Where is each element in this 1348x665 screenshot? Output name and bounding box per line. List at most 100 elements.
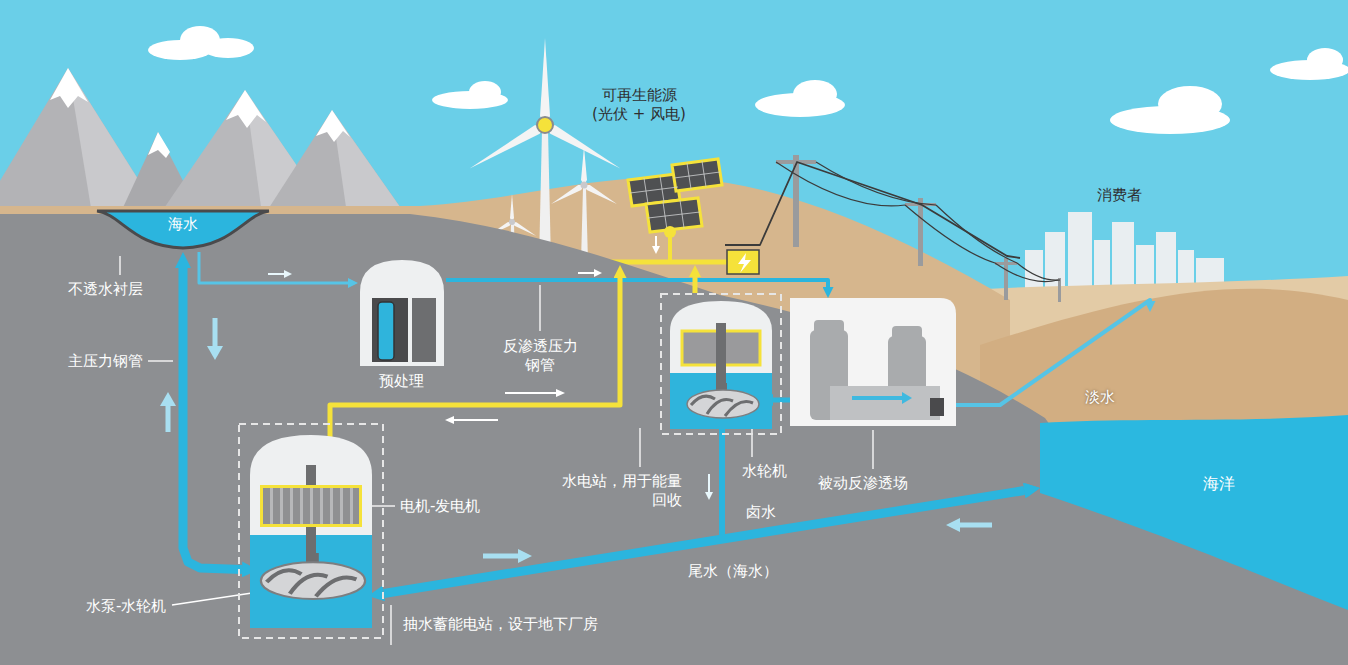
ro-field-building-shape — [830, 386, 940, 420]
mountain — [148, 132, 170, 158]
power-wire — [693, 277, 698, 293]
flow-arrow — [652, 246, 660, 254]
solar-panel — [630, 161, 720, 230]
flow-arrow — [213, 318, 218, 348]
flow-arrow — [452, 419, 498, 421]
cloud — [202, 38, 254, 58]
node-label: 电机-发电机 — [400, 497, 480, 516]
pipe-label: 尾水（海水） — [688, 562, 778, 581]
motor-generator-box: 电机-发电机 — [260, 485, 362, 527]
flow-arrow — [518, 549, 532, 563]
reservoir-basin: 海水 — [95, 206, 271, 252]
pipe-label: 淡水 — [1085, 388, 1115, 407]
city — [1112, 222, 1134, 295]
transformer — [727, 250, 759, 274]
hydro-station: 水电站，用于能量 回收水轮机 — [660, 293, 782, 435]
solar-panel — [628, 159, 722, 232]
pretreatment-building-shape — [372, 298, 408, 362]
freshwater-pipe — [956, 300, 1150, 405]
city — [1025, 212, 1224, 295]
renewable-group: 可再生能源 (光伏 + 风电) — [470, 85, 725, 265]
callout-label: 不透水衬层 — [68, 280, 143, 299]
wind-turbine — [540, 38, 550, 125]
flow-arrow — [556, 389, 565, 397]
brine-pipe — [773, 398, 790, 403]
wind-turbine — [550, 182, 586, 206]
flow-arrow — [207, 346, 223, 360]
power-node — [664, 226, 676, 238]
wind-turbine — [537, 117, 553, 133]
turbine-shape — [691, 396, 753, 416]
node-label: 海洋 — [1203, 474, 1235, 494]
node-label: 水电站，用于能量 回收 — [547, 472, 682, 510]
wind-turbine — [510, 194, 514, 222]
tailwater-pipe — [384, 491, 1024, 594]
transformer — [738, 253, 751, 273]
power-pole — [918, 198, 923, 266]
cloud — [469, 81, 501, 103]
wind-turbine — [509, 219, 515, 225]
wind-turbine — [550, 147, 619, 207]
pumped-storage-station-shape — [238, 423, 384, 639]
pipe-label: 卤水 — [746, 503, 776, 522]
hydro-station-shape — [670, 301, 772, 429]
ro-field-building: 被动反渗透场 — [790, 298, 956, 426]
ro-field-building-shape — [892, 326, 922, 340]
pump-turbine: 水泵-水轮机 — [258, 553, 368, 603]
flow-arrow — [708, 474, 710, 494]
wind-turbine — [581, 147, 587, 185]
transformer — [727, 250, 759, 274]
consumer-city: 消费者 — [1020, 185, 1235, 290]
ro-field-building-shape — [790, 298, 956, 426]
pump-turbine-shape — [258, 553, 368, 603]
node-label: 水轮机 — [742, 462, 787, 481]
flow-arrow — [958, 523, 992, 528]
pipe-label-anchor: 淡水 — [1085, 388, 1115, 407]
pumped-storage-station: 抽水蓄能电站，设于地下厂房电机-发电机水泵-水轮机 — [238, 423, 384, 639]
flow-arrow — [268, 273, 286, 275]
leader-line — [639, 428, 640, 467]
turbine-shape — [685, 383, 761, 421]
mountain — [0, 68, 405, 214]
pumped-storage-station-shape — [239, 424, 383, 638]
power-cable — [905, 205, 995, 263]
leader-line — [872, 430, 873, 469]
pretreatment-building-shape — [378, 302, 394, 360]
solar-panel — [674, 161, 720, 189]
node-label: 抽水蓄能电站，设于地下厂房 — [403, 615, 598, 634]
hydro-station-shape — [661, 294, 781, 434]
ro-field-building-shape — [902, 392, 912, 404]
leader-line — [119, 256, 120, 275]
power-line — [725, 162, 1020, 258]
pipe-label-anchor: 卤水 — [746, 503, 776, 522]
pump-turbine-shape — [261, 562, 365, 599]
ground — [0, 214, 1348, 665]
brine-pipe — [722, 421, 1026, 539]
city — [1068, 212, 1092, 295]
pipe-label: 主压力钢管 — [68, 352, 143, 371]
ro-field-building-shape — [790, 298, 956, 426]
solar-panel — [672, 159, 722, 191]
node-label: 预处理 — [379, 372, 424, 391]
ro-field-building-shape — [852, 396, 904, 400]
leader-line — [120, 256, 873, 645]
solar-panel — [646, 198, 702, 232]
solar-panel — [648, 200, 700, 230]
turbine-shape — [687, 390, 759, 418]
power-pole — [1058, 278, 1061, 302]
ocean: 海洋 — [1040, 415, 1348, 610]
hill — [0, 177, 1348, 665]
flow-arrow — [160, 392, 176, 406]
ro-field-building-shape — [930, 398, 944, 416]
ro-field-building-shape — [814, 320, 844, 334]
cloud — [1307, 48, 1343, 72]
flow-arrow — [946, 518, 960, 532]
pretreatment-building-shape — [358, 258, 446, 366]
power-cable — [776, 162, 905, 206]
flow-arrow — [166, 404, 171, 432]
ocean-shape — [1040, 415, 1348, 610]
